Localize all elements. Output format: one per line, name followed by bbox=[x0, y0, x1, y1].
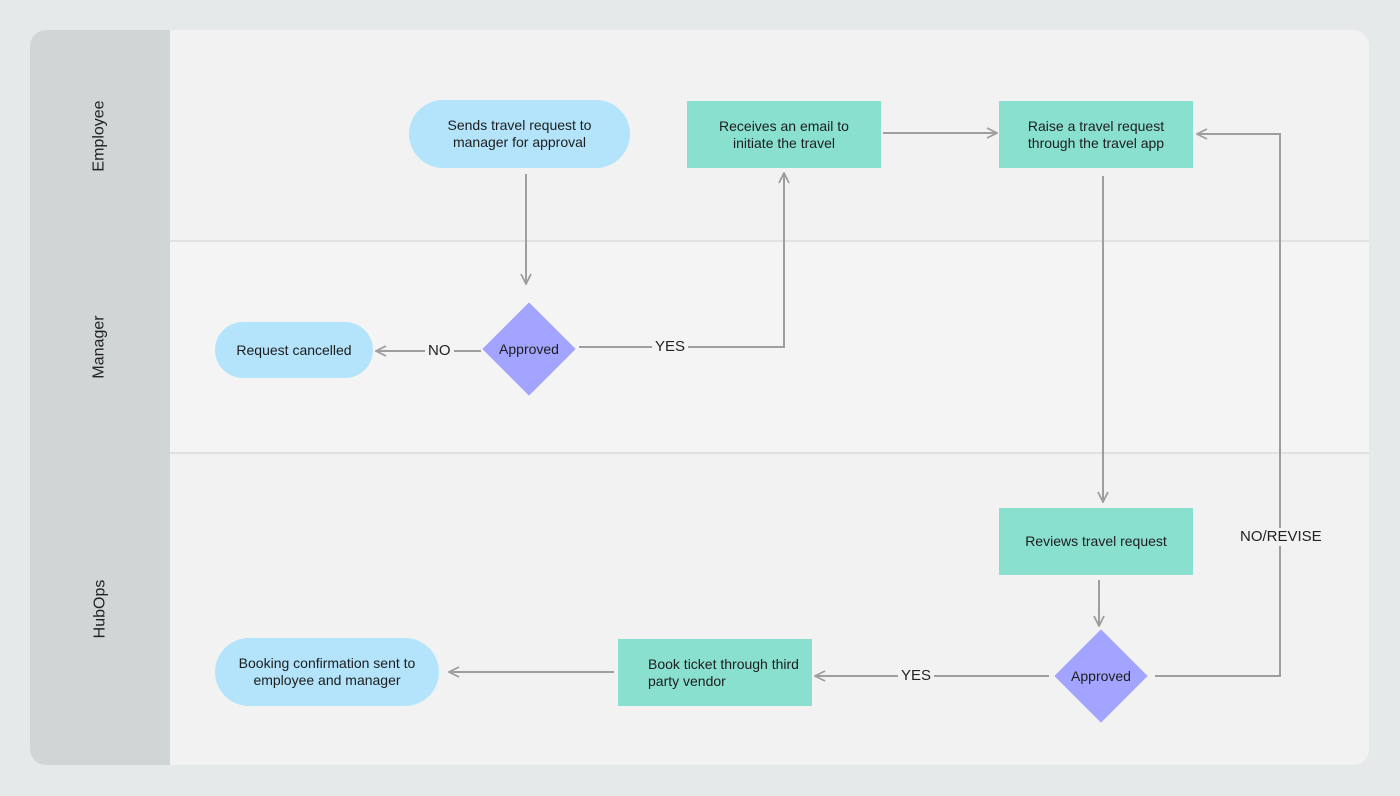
node-booking-confirmation-label: Booking confirmation sent to employee an… bbox=[238, 655, 416, 688]
node-request-cancelled: Request cancelled bbox=[215, 322, 373, 378]
edge-label-no-revise: NO/REVISE bbox=[1237, 528, 1325, 546]
edge-label-no: NO bbox=[425, 342, 454, 360]
lane-divider bbox=[170, 452, 1369, 454]
edge-approval-yes bbox=[579, 173, 784, 348]
edge-hubops-no-revise bbox=[1155, 134, 1281, 677]
node-book-ticket-label: Book ticket through third party vendor bbox=[648, 655, 799, 689]
node-receive-email: Receives an email to initiate the travel bbox=[687, 101, 881, 168]
node-reviews-request-label: Reviews travel request bbox=[1025, 533, 1167, 549]
edge-label-yes: YES bbox=[652, 338, 689, 356]
node-receive-email-label: Receives an email to initiate the travel bbox=[719, 117, 849, 151]
lane-header-employee: Employee bbox=[30, 30, 170, 241]
decision-manager-approved: Approved bbox=[481, 301, 577, 397]
node-booking-confirmation: Booking confirmation sent to employee an… bbox=[215, 638, 439, 706]
node-send-request: Sends travel request to manager for appr… bbox=[409, 100, 630, 168]
lane-hubops bbox=[170, 453, 1369, 765]
node-raise-request: Raise a travel request through the trave… bbox=[999, 101, 1193, 168]
decision-hubops-approved-label: Approved bbox=[1071, 668, 1131, 684]
lane-header-manager: Manager bbox=[30, 241, 170, 453]
decision-hubops-approved: Approved bbox=[1053, 628, 1149, 724]
node-book-ticket: Book ticket through third party vendor bbox=[618, 639, 812, 706]
decision-manager-approved-label: Approved bbox=[499, 341, 559, 357]
lane-divider bbox=[170, 240, 1369, 242]
node-raise-request-label: Raise a travel request through the trave… bbox=[1027, 117, 1165, 151]
edge-label-hubops-yes: YES bbox=[898, 667, 935, 685]
node-request-cancelled-label: Request cancelled bbox=[236, 341, 352, 358]
node-send-request-label: Sends travel request to manager for appr… bbox=[447, 117, 592, 150]
node-reviews-request: Reviews travel request bbox=[999, 508, 1193, 575]
lane-header-hubops: HubOps bbox=[30, 453, 170, 765]
